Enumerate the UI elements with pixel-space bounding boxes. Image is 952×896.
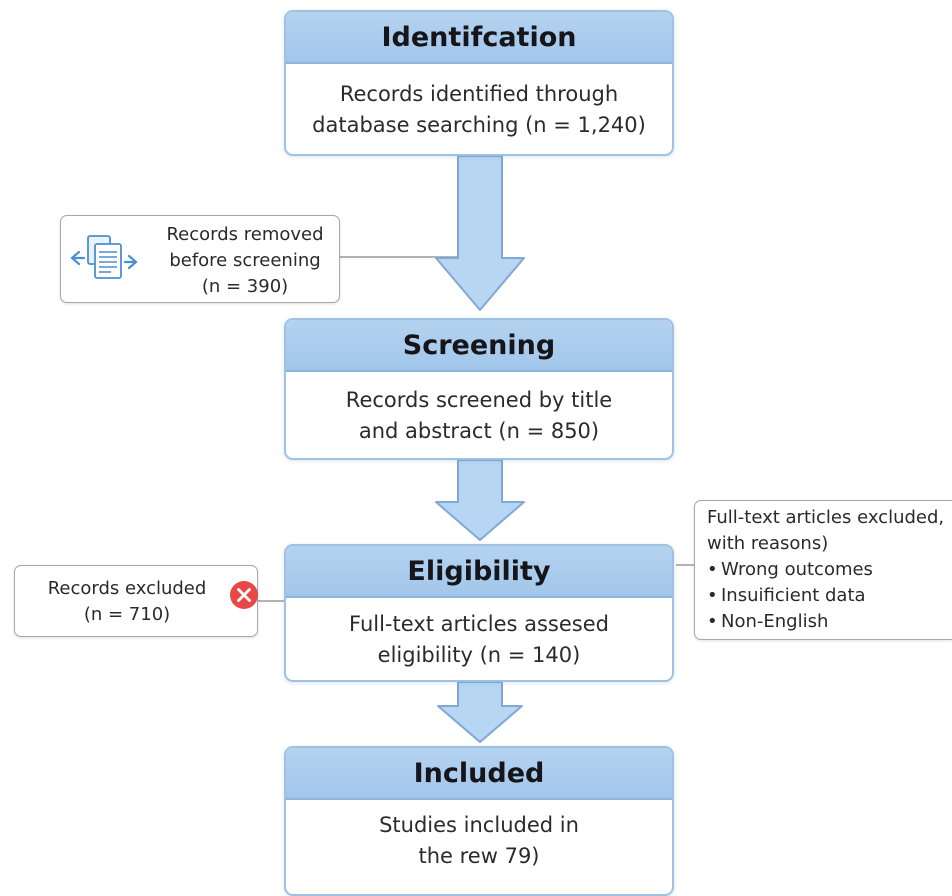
eligibility-line-1: Full-text articles assesed (349, 612, 609, 636)
arrow-identification-to-screening (435, 155, 525, 311)
screening-title: Screening (286, 320, 672, 372)
fulltext-excluded-line-2: with reasons) (707, 533, 829, 554)
identification-line-1: Records identified through (339, 82, 619, 106)
bullet-icon: • (707, 585, 718, 606)
exclusion-reason-text: Non-English (721, 611, 829, 632)
records-excluded-text: Records excluded (n = 710) (29, 576, 225, 628)
exclusion-reason-item: •Non-English (707, 609, 952, 635)
records-excluded-count: (n = 710) (83, 604, 171, 625)
eligibility-title: Eligibility (286, 546, 672, 598)
screening-line-2: and abstract (n = 850) (358, 419, 600, 443)
bullet-icon: • (707, 559, 718, 580)
arrow-screening-to-eligibility (435, 459, 525, 541)
eligibility-line-2: eligibility (n = 140) (377, 643, 581, 667)
bullet-icon: • (707, 611, 718, 632)
screening-line-1: Records screened by title (345, 388, 613, 412)
exclusion-reasons-list: •Wrong outcomes •Insuificient data •Non-… (707, 557, 952, 635)
records-removed-line-1: Records removed (166, 224, 324, 245)
fulltext-excluded-box: Full-text articles excluded, with reason… (694, 500, 952, 640)
included-title: Included (286, 748, 672, 800)
included-body: Studies included in the rew 79) (286, 800, 672, 894)
documents-transfer-icon (70, 235, 138, 279)
records-excluded-line-1: Records excluded (47, 578, 207, 599)
records-removed-text: Records removed before screening (n = 39… (157, 222, 333, 300)
records-removed-count: (n = 390) (201, 276, 289, 297)
included-box: Included Studies included in the rew 79) (284, 746, 674, 896)
exclusion-reason-item: •Wrong outcomes (707, 557, 952, 583)
identification-line-2: database searching (n = 1,240) (312, 113, 646, 137)
exclusion-reason-text: Wrong outcomes (721, 559, 873, 580)
exclusion-reason-item: •Insuificient data (707, 583, 952, 609)
fulltext-excluded-line-1: Full-text articles excluded, (707, 507, 945, 528)
identification-box: Identifcation Records identified through… (284, 10, 674, 156)
arrow-eligibility-to-included (437, 681, 523, 743)
screening-box: Screening Records screened by title and … (284, 318, 674, 460)
identification-body: Records identified through database sear… (286, 64, 672, 154)
exclusion-reason-text: Insuificient data (721, 585, 866, 606)
records-removed-box: Records removed before screening (n = 39… (60, 215, 340, 303)
included-line-1: Studies included in (379, 813, 579, 837)
red-x-circle-icon (230, 581, 258, 609)
eligibility-box: Eligibility Full-text articles assesed e… (284, 544, 674, 682)
eligibility-body: Full-text articles assesed eligibility (… (286, 598, 672, 680)
included-line-2: the rew 79) (418, 844, 540, 868)
records-removed-line-2: before screening (169, 250, 321, 271)
identification-title: Identifcation (286, 12, 672, 64)
screening-body: Records screened by title and abstract (… (286, 372, 672, 458)
records-excluded-box: Records excluded (n = 710) (14, 565, 258, 637)
